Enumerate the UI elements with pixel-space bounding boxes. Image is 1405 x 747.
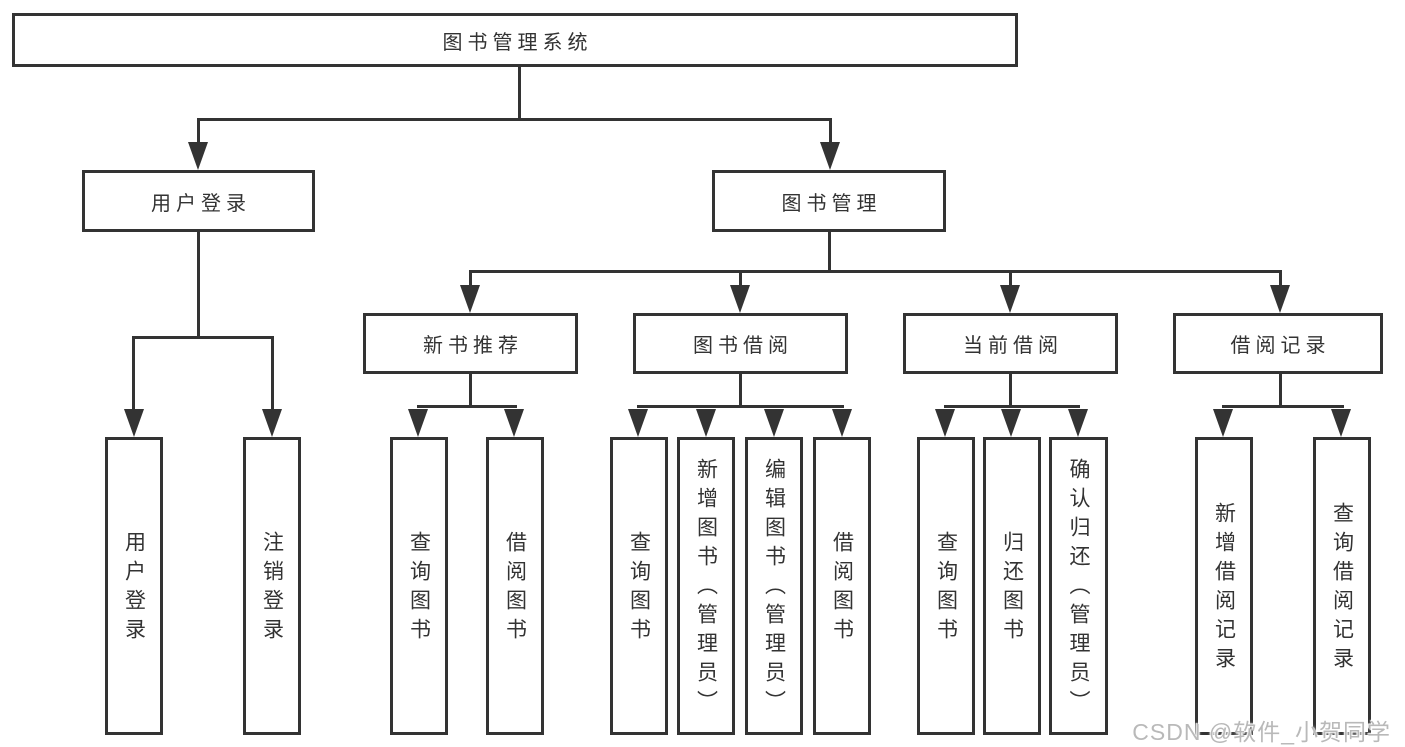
leaf-node-borrow-books: 借阅图书 — [813, 437, 871, 735]
root-node-system: 图书管理系统 — [12, 13, 1018, 67]
connector-line — [1279, 374, 1282, 408]
connector-line — [469, 374, 472, 408]
connector-line — [271, 336, 274, 409]
arrow-down-icon — [1001, 409, 1021, 437]
leaf-node-confirm-return-admin: 确认归还（管理员） — [1049, 437, 1108, 735]
branch-node-book-management: 图书管理 — [712, 170, 946, 232]
connector-line — [197, 118, 832, 121]
arrow-down-icon — [935, 409, 955, 437]
arrow-down-icon — [188, 142, 208, 170]
connector-line — [132, 336, 135, 409]
leaf-node-logout: 注销登录 — [243, 437, 301, 735]
leaf-node-user-login: 用户登录 — [105, 437, 163, 735]
leaf-label: 用户登录 — [122, 530, 146, 647]
connector-line — [417, 405, 517, 408]
arrow-down-icon — [1331, 409, 1351, 437]
arrow-down-icon — [696, 409, 716, 437]
arrow-down-icon — [460, 285, 480, 313]
node-borrow-records: 借阅记录 — [1173, 313, 1383, 374]
connector-line — [739, 270, 742, 287]
connector-line — [829, 118, 832, 144]
arrow-down-icon — [504, 409, 524, 437]
arrow-down-icon — [408, 409, 428, 437]
branch-node-user-login: 用户登录 — [82, 170, 315, 232]
leaf-label: 编辑图书（管理员） — [762, 458, 786, 719]
arrow-down-icon — [628, 409, 648, 437]
leaf-label: 借阅图书 — [503, 530, 527, 647]
arrow-down-icon — [1068, 409, 1088, 437]
leaf-label: 归还图书 — [1000, 530, 1024, 647]
node-book-borrow: 图书借阅 — [633, 313, 848, 374]
connector-line — [944, 405, 1080, 408]
connector-line — [1009, 374, 1012, 408]
leaf-node-query-books: 查询图书 — [917, 437, 975, 735]
node-current-borrow: 当前借阅 — [903, 313, 1118, 374]
leaf-label: 查询图书 — [934, 530, 958, 647]
connector-line — [1009, 270, 1012, 287]
connector-line — [197, 118, 200, 144]
connector-line — [469, 270, 1282, 273]
leaf-node-add-borrow-record: 新增借阅记录 — [1195, 437, 1253, 735]
leaf-node-edit-books-admin: 编辑图书（管理员） — [745, 437, 803, 735]
connector-line — [469, 270, 472, 287]
leaf-node-return-books: 归还图书 — [983, 437, 1041, 735]
connector-line — [739, 374, 742, 408]
connector-line — [1279, 270, 1282, 287]
leaf-label: 新增图书（管理员） — [694, 458, 718, 719]
connector-line — [828, 232, 831, 273]
arrow-down-icon — [832, 409, 852, 437]
leaf-label: 注销登录 — [260, 530, 284, 647]
connector-line — [132, 336, 274, 339]
node-new-book-recommend: 新书推荐 — [363, 313, 578, 374]
watermark-text: CSDN @软件_小贺同学 — [1132, 719, 1391, 745]
arrow-down-icon — [1000, 285, 1020, 313]
leaf-label: 确认归还（管理员） — [1067, 458, 1090, 719]
leaf-node-borrow-books: 借阅图书 — [486, 437, 544, 735]
connector-line — [1222, 405, 1344, 408]
leaf-node-query-books: 查询图书 — [390, 437, 448, 735]
arrow-down-icon — [820, 142, 840, 170]
leaf-node-add-books-admin: 新增图书（管理员） — [677, 437, 735, 735]
arrow-down-icon — [1213, 409, 1233, 437]
connector-line — [518, 67, 521, 120]
arrow-down-icon — [124, 409, 144, 437]
arrow-down-icon — [1270, 285, 1290, 313]
leaf-label: 查询图书 — [627, 530, 651, 647]
leaf-label: 查询图书 — [407, 530, 431, 647]
leaf-node-query-books: 查询图书 — [610, 437, 668, 735]
arrow-down-icon — [764, 409, 784, 437]
leaf-label: 新增借阅记录 — [1212, 501, 1236, 676]
leaf-node-query-borrow-record: 查询借阅记录 — [1313, 437, 1371, 735]
arrow-down-icon — [730, 285, 750, 313]
connector-line — [637, 405, 844, 408]
leaf-label: 借阅图书 — [830, 530, 854, 647]
leaf-label: 查询借阅记录 — [1330, 501, 1354, 676]
connector-line — [197, 232, 200, 339]
arrow-down-icon — [262, 409, 282, 437]
